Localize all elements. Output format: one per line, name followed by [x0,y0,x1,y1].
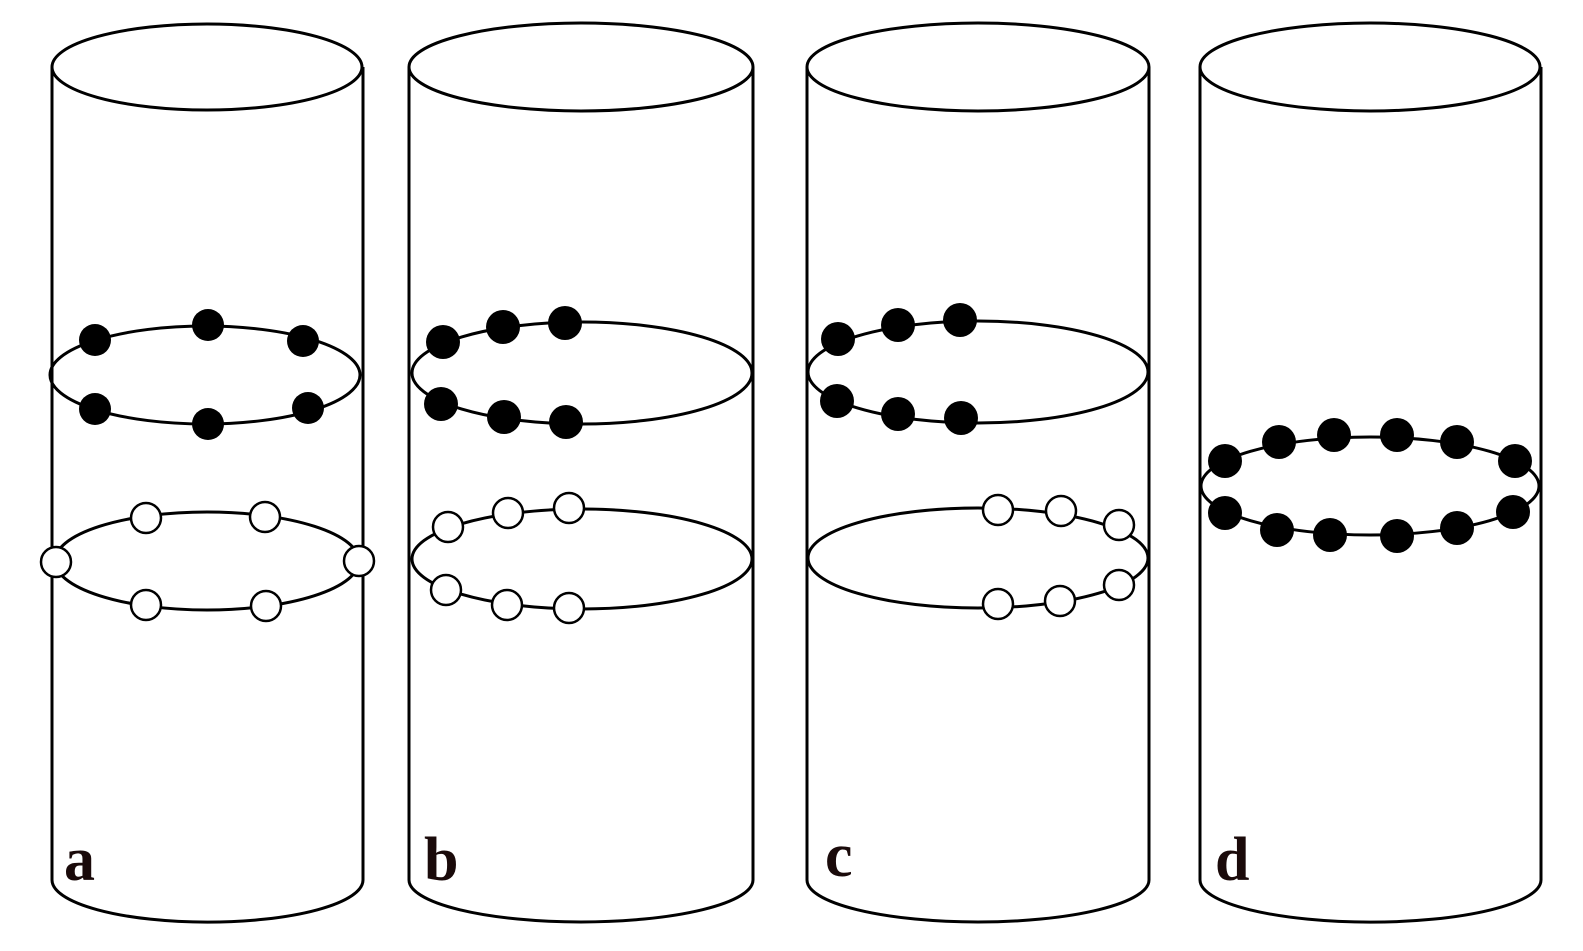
panel-label: c [825,822,853,890]
filled-dot [1262,425,1296,459]
filled-dot [292,392,324,424]
filled-dot [1440,425,1474,459]
open-dot [129,588,163,622]
filled-dot [486,310,520,344]
open-dot [129,501,163,535]
filled-dot [287,325,319,357]
filled-dot [424,387,458,421]
ring-outline [410,320,754,426]
filled-dot [487,400,521,434]
filled-dot [1208,496,1242,530]
cylinder-bottom [805,879,1151,924]
cylinder-top [50,22,364,112]
open-dot [490,588,524,622]
panel-c: c [805,21,1151,924]
filled-dot [943,303,977,337]
filled-dot [821,322,855,356]
open-dot [552,591,586,625]
open-dot [431,510,465,544]
cylinder [1198,21,1543,924]
cylinder-top [805,21,1151,113]
cylinder [805,21,1151,924]
filled-dot [1317,418,1351,452]
filled-dot [1380,418,1414,452]
open-dot [1102,508,1136,542]
cylinder-bottom [1198,879,1543,924]
ring-open [39,500,376,623]
filled-dot [1313,518,1347,552]
ring-open [806,493,1150,621]
filled-dot [944,401,978,435]
open-dot [248,500,282,534]
ring-outline [806,319,1150,425]
panel-label: a [64,826,95,894]
cylinder-bottom [50,879,365,924]
filled-dot [79,393,111,425]
filled-dot [881,308,915,342]
cylinder-top [407,21,755,113]
filled-dot [192,408,224,440]
open-dot [429,573,463,607]
open-dot [552,491,586,525]
filled-dot [1260,513,1294,547]
open-dot [342,544,376,578]
panel-d: d [1198,21,1543,924]
ring-open [410,491,754,625]
ring-outline [806,506,1150,610]
filled-dot [1208,444,1242,478]
ring-outline [53,510,361,612]
filled-dot [79,324,111,356]
filled-dot [1380,519,1414,553]
filled-dot [548,306,582,340]
cylinder-top [1198,21,1542,113]
ring-outline [1199,435,1541,537]
filled-dot [1440,511,1474,545]
filled-dot [820,384,854,418]
cylinder-bottom [407,879,755,924]
ring-filled [806,303,1150,435]
filled-dot [549,405,583,439]
panel-b: b [407,21,755,924]
filled-dot [192,309,224,341]
filled-dot [1498,444,1532,478]
panel-label: d [1215,826,1249,894]
open-dot [1043,584,1077,618]
open-dot [1102,568,1136,602]
open-dot [981,587,1015,621]
open-dot [249,589,283,623]
filled-dot [426,325,460,359]
panel-a: a [39,22,376,924]
open-dot [981,493,1015,527]
ring-filled [48,309,362,440]
cylinder [407,21,755,924]
filled-dot [881,397,915,431]
open-dot [491,496,525,530]
ring-filled [410,306,754,439]
cylinder [50,22,365,924]
ring-filled [1199,418,1541,553]
open-dot [39,545,73,579]
panel-label: b [424,826,458,894]
filled-dot [1496,495,1530,529]
open-dot [1044,494,1078,528]
